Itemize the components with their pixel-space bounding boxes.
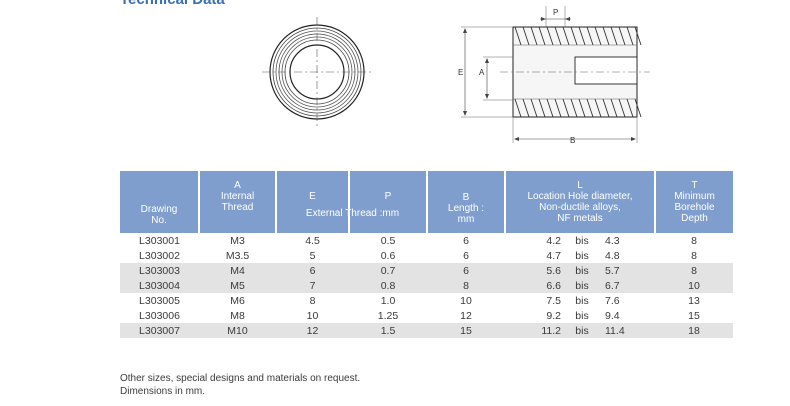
borehole-depth-cell: 8	[655, 263, 733, 278]
table-header-row: Drawing No. A Internal Thread E External…	[120, 171, 733, 233]
technical-drawings: E A P B	[262, 6, 650, 145]
p-cell: 0.5	[380, 234, 396, 247]
front-view-drawing	[262, 17, 372, 127]
spec-table-container: Drawing No. A Internal Thread E External…	[120, 171, 733, 338]
side-view-drawing: E A P B	[458, 6, 650, 145]
p-cell: 0.8	[349, 278, 427, 293]
footnotes: Other sizes, special designs and materia…	[120, 372, 360, 398]
e-cell: 5	[309, 249, 316, 262]
dim-label-e: E	[458, 68, 463, 77]
header-external-thread: External Thread :mm	[305, 208, 400, 219]
header-location-hole: L Location Hole diameter, Non-ductile al…	[505, 171, 656, 233]
length-cell: 10	[460, 294, 472, 307]
location-to: 6.7	[605, 280, 620, 292]
p-cell: 1.0	[380, 294, 396, 307]
borehole-depth-cell: 15	[688, 309, 700, 322]
p-cell: 0.7	[349, 263, 427, 278]
length-cell: 12	[460, 309, 472, 322]
internal-thread-cell: M5	[199, 278, 276, 293]
borehole-depth-cell: 13	[688, 294, 700, 307]
location-from: 11.2	[541, 325, 561, 337]
length-cell: 6	[463, 234, 469, 247]
header-length: B Length : mm	[427, 171, 506, 233]
borehole-depth-cell: 18	[655, 323, 733, 338]
internal-thread-cell: M3.5	[225, 249, 250, 262]
drawing-no-cell: L303001	[139, 234, 180, 247]
location-from: 4.7	[546, 250, 561, 262]
header-e: E External Thread :mm	[276, 171, 399, 233]
location-bis: bis	[575, 265, 589, 277]
table-row: L303002 M3.5 5 0.6 6 4.7 bis 4.8 8	[120, 248, 733, 263]
location-bis: bis	[575, 250, 589, 262]
internal-thread-cell: M4	[199, 263, 276, 278]
location-hole-cell: 6.6 bis 6.7	[505, 278, 655, 293]
header-drawing-no: Drawing No.	[120, 171, 200, 233]
e-cell: 4.5	[305, 234, 320, 247]
p-cell: 1.25	[377, 309, 399, 322]
internal-thread-cell: M10	[199, 323, 276, 338]
table-row: L303001 M3 4.5 0.5 6 4.2 bis 4.3 8	[120, 233, 733, 248]
p-cell: 1.5	[349, 323, 427, 338]
location-to: 4.8	[605, 250, 620, 262]
internal-thread-cell: M6	[230, 294, 245, 307]
location-to: 4.3	[605, 235, 620, 247]
location-from: 7.5	[546, 295, 561, 307]
dim-label-a: A	[479, 68, 485, 77]
location-bis: bis	[575, 280, 589, 292]
e-cell: 10	[306, 309, 319, 322]
location-to: 9.4	[605, 310, 620, 322]
internal-thread-cell: M3	[230, 234, 245, 247]
header-p: P	[349, 171, 428, 233]
p-cell: 0.6	[380, 249, 396, 262]
location-bis: bis	[575, 325, 589, 337]
location-hole-cell: 4.2 bis 4.3	[505, 233, 655, 248]
drawing-no-cell: L303007	[120, 323, 199, 338]
e-cell: 8	[309, 294, 316, 307]
drawing-no-cell: L303006	[139, 309, 180, 322]
header-borehole-depth: T Minimum Borehole Depth	[655, 171, 733, 233]
e-cell: 12	[276, 323, 349, 338]
borehole-depth-cell: 8	[691, 249, 697, 262]
note-dimensions: Dimensions in mm.	[120, 386, 206, 397]
location-hole-cell: 11.2 bis 11.4	[505, 323, 655, 338]
e-cell: 7	[276, 278, 349, 293]
location-bis: bis	[575, 235, 589, 247]
location-to: 7.6	[605, 295, 620, 307]
location-bis: bis	[575, 310, 589, 322]
location-from: 4.2	[546, 235, 561, 247]
drawing-no-cell: L303004	[120, 278, 199, 293]
borehole-depth-cell: 10	[655, 278, 733, 293]
dim-label-b: B	[570, 136, 575, 145]
length-cell: 6	[463, 249, 469, 262]
table-row: L303006 M8 10 1.25 12 9.2 bis 9.4 15	[120, 308, 733, 323]
location-hole-cell: 9.2 bis 9.4	[505, 308, 655, 323]
section-title: Technical Data	[120, 0, 225, 8]
header-internal-thread: A Internal Thread	[199, 171, 277, 233]
dim-label-p: P	[553, 8, 558, 17]
location-hole-cell: 5.6 bis 5.7	[505, 263, 655, 278]
length-cell: 8	[427, 278, 505, 293]
location-from: 6.6	[546, 280, 561, 292]
location-from: 9.2	[546, 310, 561, 322]
location-hole-cell: 4.7 bis 4.8	[505, 248, 655, 263]
drawing-no-cell: L303003	[120, 263, 199, 278]
location-to: 11.4	[605, 325, 625, 337]
location-bis: bis	[575, 295, 589, 307]
length-cell: 6	[427, 263, 505, 278]
e-cell: 6	[276, 263, 349, 278]
drawing-no-cell: L303005	[139, 294, 180, 307]
table-row: L303005 M6 8 1.0 10 7.5 bis 7.6 13	[120, 293, 733, 308]
internal-thread-cell: M8	[230, 309, 245, 322]
borehole-depth-cell: 8	[691, 234, 697, 247]
length-cell: 15	[427, 323, 505, 338]
location-hole-cell: 7.5 bis 7.6	[505, 293, 655, 308]
note-other-sizes: Other sizes, special designs and materia…	[120, 373, 361, 384]
location-from: 5.6	[546, 265, 561, 277]
spec-table: Drawing No. A Internal Thread E External…	[120, 171, 733, 338]
drawing-no-cell: L303002	[139, 249, 180, 262]
location-to: 5.7	[605, 265, 620, 277]
